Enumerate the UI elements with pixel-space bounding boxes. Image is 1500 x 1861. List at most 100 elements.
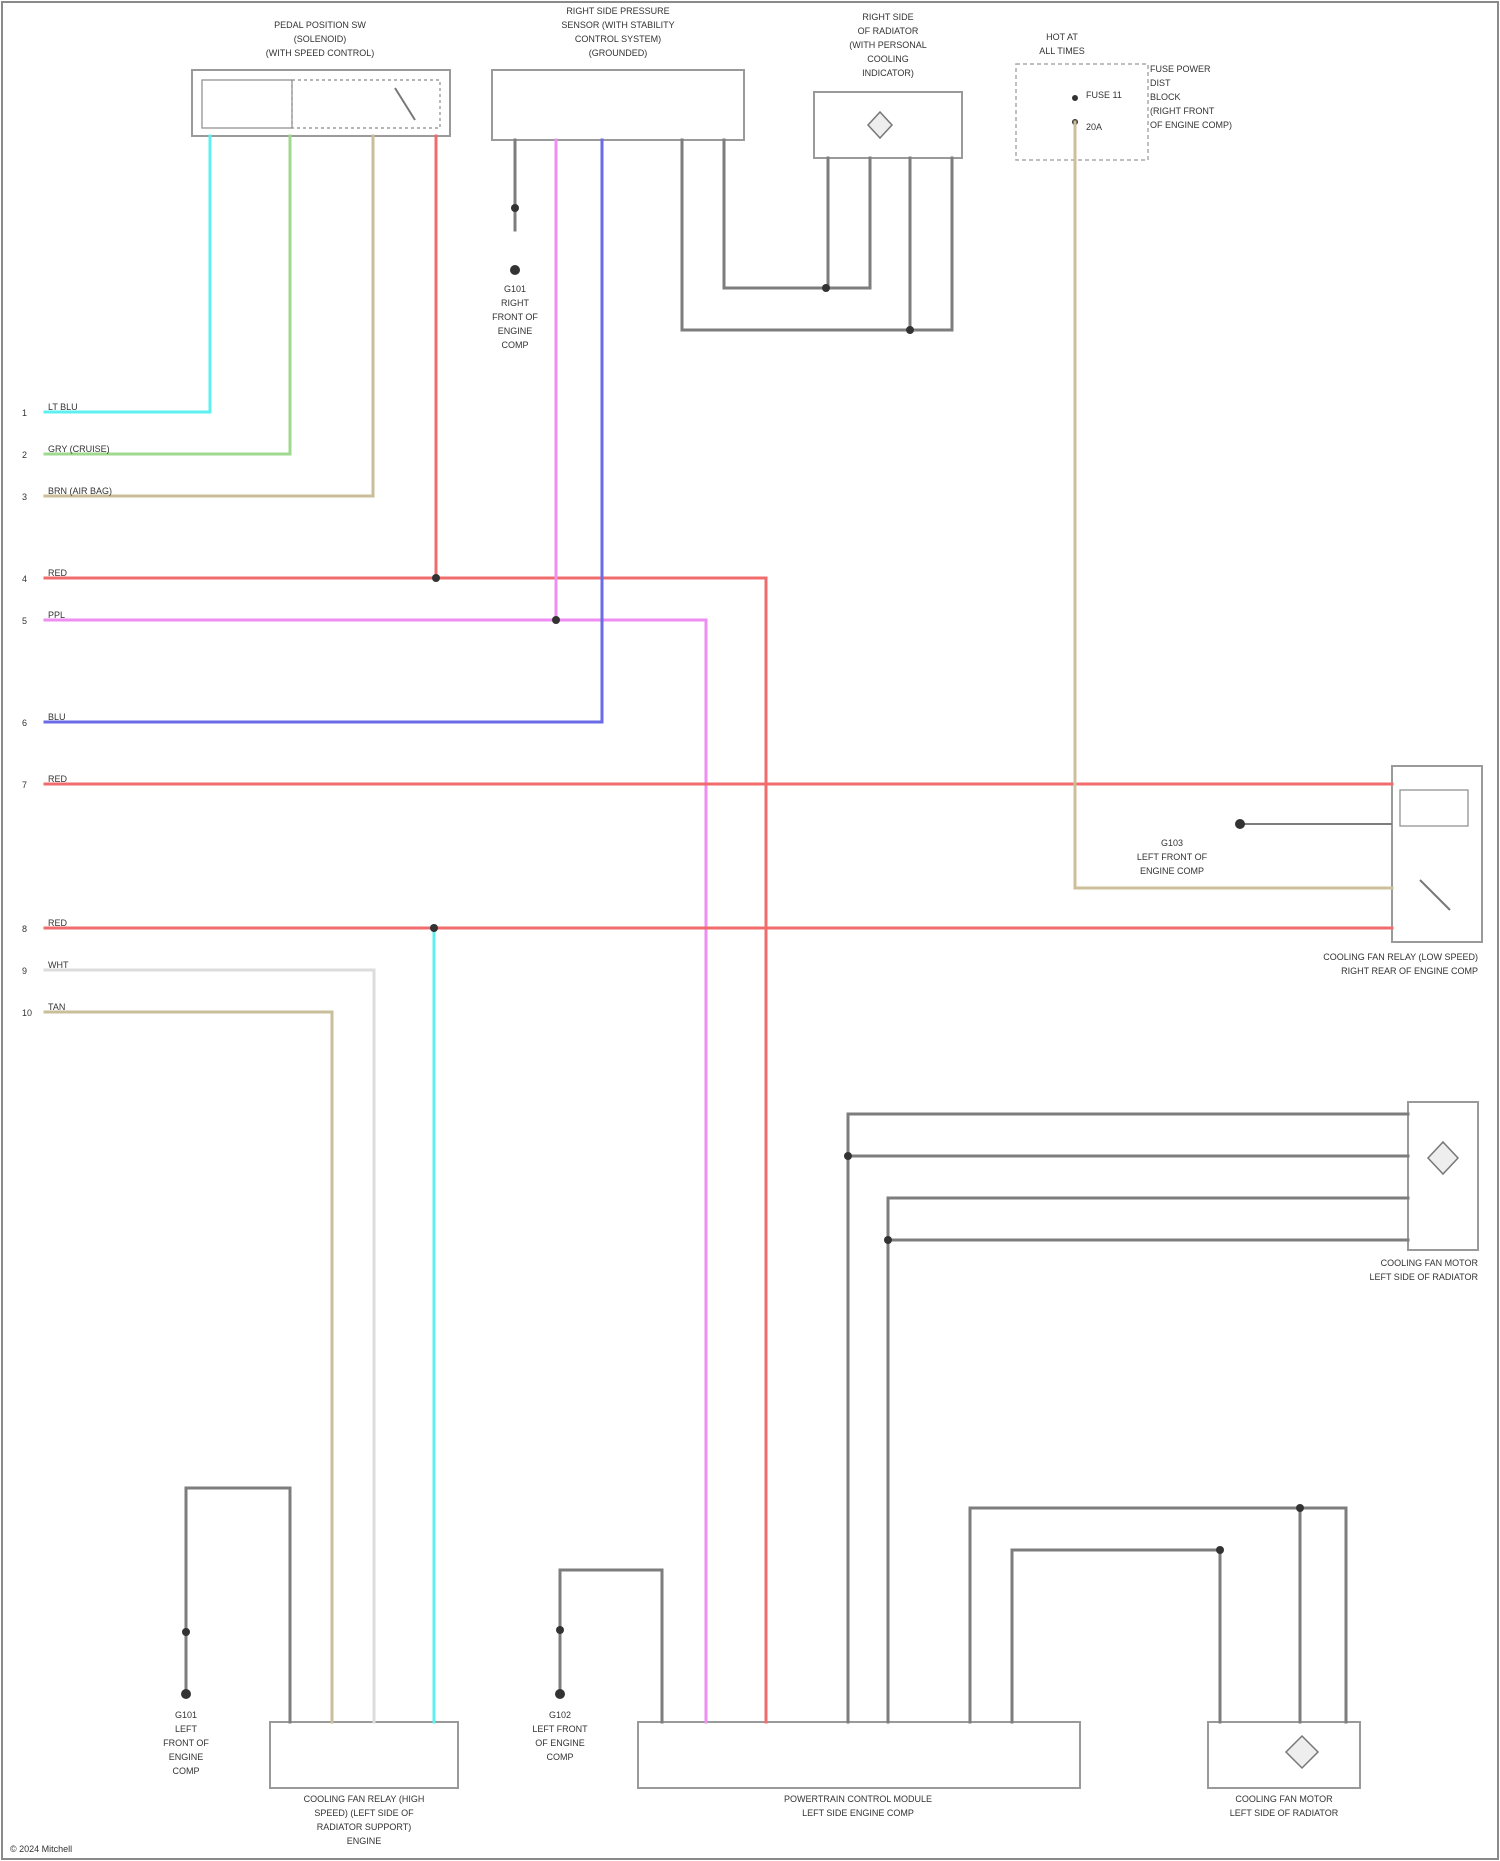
bottom-left-label-4: ENGINE bbox=[347, 1836, 382, 1846]
fuse-desc-5: OF ENGINE COMP) bbox=[1150, 120, 1232, 130]
ground-top-label-1: G101 bbox=[504, 284, 526, 294]
junction-dot bbox=[822, 284, 830, 292]
left-relay-label-2: LEFT SIDE OF RADIATOR bbox=[1369, 1272, 1478, 1282]
junction-dot bbox=[906, 326, 914, 334]
wire-label-8: RED bbox=[48, 918, 68, 928]
row-number-5: 5 bbox=[22, 616, 27, 626]
wire-gray-motor-2 bbox=[1012, 1550, 1220, 1722]
junction-dot bbox=[552, 616, 560, 624]
wire-gry bbox=[45, 136, 290, 454]
fuse-amps: 20A bbox=[1086, 122, 1102, 132]
ground-dot bbox=[510, 265, 520, 275]
bottom-left-component: COOLING FAN RELAY (HIGH SPEED) (LEFT SID… bbox=[270, 1722, 458, 1846]
pressure-module-component: RIGHT SIDE PRESSURE SENSOR (WITH STABILI… bbox=[492, 6, 744, 140]
junction-dot bbox=[844, 1152, 852, 1160]
pressure-module-label-3: CONTROL SYSTEM) bbox=[575, 34, 661, 44]
ground-left-label-5: COMP bbox=[173, 1766, 200, 1776]
ground-labels: G101 RIGHT FRONT OF ENGINE COMP G101 LEF… bbox=[163, 284, 1208, 1776]
pressure-module-box bbox=[492, 70, 744, 140]
ground-top-label-3: FRONT OF bbox=[492, 312, 538, 322]
wire-label-6: BLU bbox=[48, 712, 66, 722]
bottom-mid-label-2: LEFT SIDE ENGINE COMP bbox=[802, 1808, 914, 1818]
junction-dot bbox=[1216, 1546, 1224, 1554]
junction-dot bbox=[432, 574, 440, 582]
fuse-block-label-1: HOT AT bbox=[1046, 32, 1078, 42]
fuse-block-component: HOT AT ALL TIMES FUSE 11 20A FUSE POWER … bbox=[1016, 32, 1232, 160]
ground-mid-label-1: G102 bbox=[549, 1710, 571, 1720]
fuse-id: FUSE 11 bbox=[1086, 90, 1122, 100]
pressure-module-label-2: SENSOR (WITH STABILITY bbox=[561, 20, 674, 30]
left-relay-label-1: COOLING FAN MOTOR bbox=[1381, 1258, 1479, 1268]
splice-dot bbox=[182, 1628, 190, 1636]
wire-label-7: RED bbox=[48, 774, 68, 784]
right-relay-component: COOLING FAN RELAY (LOW SPEED) RIGHT REAR… bbox=[1323, 766, 1482, 976]
wire-wht bbox=[45, 970, 374, 1722]
ground-dot bbox=[1235, 819, 1245, 829]
ground-left-label-1: G101 bbox=[175, 1710, 197, 1720]
wire-label-3: BRN (AIR BAG) bbox=[48, 486, 112, 496]
ground-top-label-2: RIGHT bbox=[501, 298, 530, 308]
right-relay-label-2: RIGHT REAR OF ENGINE COMP bbox=[1341, 966, 1478, 976]
ground-left-label-3: FRONT OF bbox=[163, 1738, 209, 1748]
fuse-block-label-2: ALL TIMES bbox=[1039, 46, 1085, 56]
wire-lt-blu bbox=[45, 136, 210, 412]
row-number-3: 3 bbox=[22, 492, 27, 502]
bottom-mid-label-1: POWERTRAIN CONTROL MODULE bbox=[784, 1794, 932, 1804]
left-relay-component: COOLING FAN MOTOR LEFT SIDE OF RADIATOR bbox=[1369, 1102, 1478, 1282]
pedal-switch-label-1: PEDAL POSITION SW bbox=[274, 20, 366, 30]
right-relay-label-1: COOLING FAN RELAY (LOW SPEED) bbox=[1323, 952, 1478, 962]
pressure-module-label-1: RIGHT SIDE PRESSURE bbox=[566, 6, 669, 16]
fuse-desc-4: (RIGHT FRONT bbox=[1150, 106, 1215, 116]
right-sensor-label-5: INDICATOR) bbox=[862, 68, 914, 78]
wire-gray-motor-1 bbox=[970, 1508, 1346, 1722]
bottom-left-label-2: SPEED) (LEFT SIDE OF bbox=[314, 1808, 414, 1818]
ground-mid-label-2: LEFT FRONT bbox=[532, 1724, 588, 1734]
pedal-switch-label-3: (WITH SPEED CONTROL) bbox=[266, 48, 375, 58]
gray-wires bbox=[186, 140, 1408, 1722]
row-number-9: 9 bbox=[22, 966, 27, 976]
bottom-right-label-1: COOLING FAN MOTOR bbox=[1235, 1794, 1333, 1804]
bottom-left-box bbox=[270, 1722, 458, 1788]
wire-gray-ground-mid bbox=[560, 1570, 662, 1722]
wire-label-10: TAN bbox=[48, 1002, 65, 1012]
wires bbox=[45, 122, 1408, 1722]
pedal-switch-component: PEDAL POSITION SW (SOLENOID) (WITH SPEED… bbox=[192, 20, 450, 136]
wire-label-2: GRY (CRUISE) bbox=[48, 444, 110, 454]
ground-relay-label-2: LEFT FRONT OF bbox=[1137, 852, 1208, 862]
row-number-2: 2 bbox=[22, 450, 27, 460]
row-number-1: 1 bbox=[22, 408, 27, 418]
wire-gray-fan-3 bbox=[888, 1198, 1408, 1722]
right-sensor-label-2: OF RADIATOR bbox=[858, 26, 919, 36]
wire-gray-ground-left bbox=[186, 1488, 290, 1722]
right-sensor-component: RIGHT SIDE OF RADIATOR (WITH PERSONAL CO… bbox=[814, 12, 962, 158]
junction-dot bbox=[430, 924, 438, 932]
bottom-right-component: COOLING FAN MOTOR LEFT SIDE OF RADIATOR bbox=[1208, 1722, 1360, 1818]
row-numbers: 1 2 3 4 5 6 7 8 9 10 bbox=[22, 408, 32, 1018]
fuse-desc-1: FUSE POWER bbox=[1150, 64, 1211, 74]
fuse-terminal-icon bbox=[1072, 95, 1078, 101]
ground-mid-label-3: OF ENGINE bbox=[535, 1738, 585, 1748]
ground-dot bbox=[181, 1689, 191, 1699]
ground-top-label-5: COMP bbox=[502, 340, 529, 350]
bottom-mid-box bbox=[638, 1722, 1080, 1788]
fuse-desc-2: DIST bbox=[1150, 78, 1171, 88]
ground-relay-label-3: ENGINE COMP bbox=[1140, 866, 1204, 876]
row-number-6: 6 bbox=[22, 718, 27, 728]
fuse-desc-3: BLOCK bbox=[1150, 92, 1181, 102]
wire-labels: LT BLU GRY (CRUISE) BRN (AIR BAG) RED PP… bbox=[48, 402, 112, 1012]
bottom-left-label-1: COOLING FAN RELAY (HIGH bbox=[304, 1794, 425, 1804]
right-sensor-label-3: (WITH PERSONAL bbox=[849, 40, 927, 50]
wire-label-4: RED bbox=[48, 568, 68, 578]
wire-label-9: WHT bbox=[48, 960, 69, 970]
bottom-left-label-3: RADIATOR SUPPORT) bbox=[317, 1822, 412, 1832]
ground-top-label-4: ENGINE bbox=[498, 326, 533, 336]
pressure-module-label-4: (GROUNDED) bbox=[589, 48, 648, 58]
bottom-right-box bbox=[1208, 1722, 1360, 1788]
row-number-7: 7 bbox=[22, 780, 27, 790]
junction-dot bbox=[884, 1236, 892, 1244]
wire-label-1: LT BLU bbox=[48, 402, 78, 412]
watermark: © 2024 Mitchell bbox=[10, 1844, 72, 1854]
